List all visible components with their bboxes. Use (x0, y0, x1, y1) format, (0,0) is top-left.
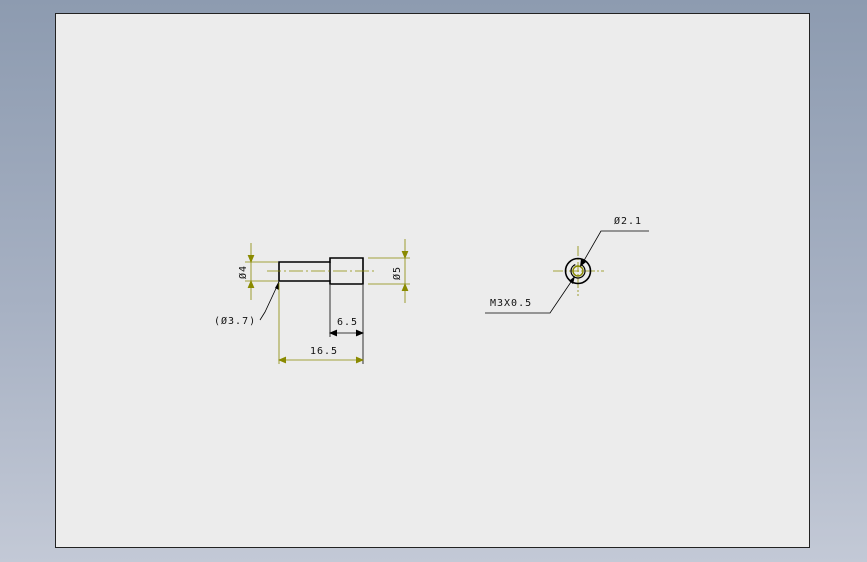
ref-dia-label: (Ø3.7) (214, 315, 256, 327)
hole-circle (572, 265, 584, 277)
dim-len-total (277, 283, 365, 364)
thread-circle (570, 263, 586, 279)
dim-dia-large (368, 239, 410, 303)
hole-dia-leader (580, 230, 649, 267)
side-view: Ø4 Ø5 (Ø3.7) 6.5 (214, 239, 410, 364)
dim-dia-small (245, 243, 278, 300)
thread-label: M3X0.5 (490, 298, 532, 309)
outer-circle (564, 257, 592, 285)
shaft-outline (278, 257, 364, 285)
drawing-sheet (55, 13, 810, 548)
thread-leader (485, 276, 575, 314)
end-view: Ø2.1 M3X0.5 (485, 215, 649, 314)
dim-len-head (328, 285, 365, 364)
hole-dia-label: Ø2.1 (614, 215, 642, 227)
dim-len-total-label: 16.5 (310, 346, 338, 357)
dim-dia-small-label: Ø4 (237, 265, 249, 279)
dim-len-head-label: 6.5 (337, 317, 358, 328)
ref-dia-leader (259, 281, 280, 321)
dim-dia-large-label: Ø5 (391, 266, 403, 280)
